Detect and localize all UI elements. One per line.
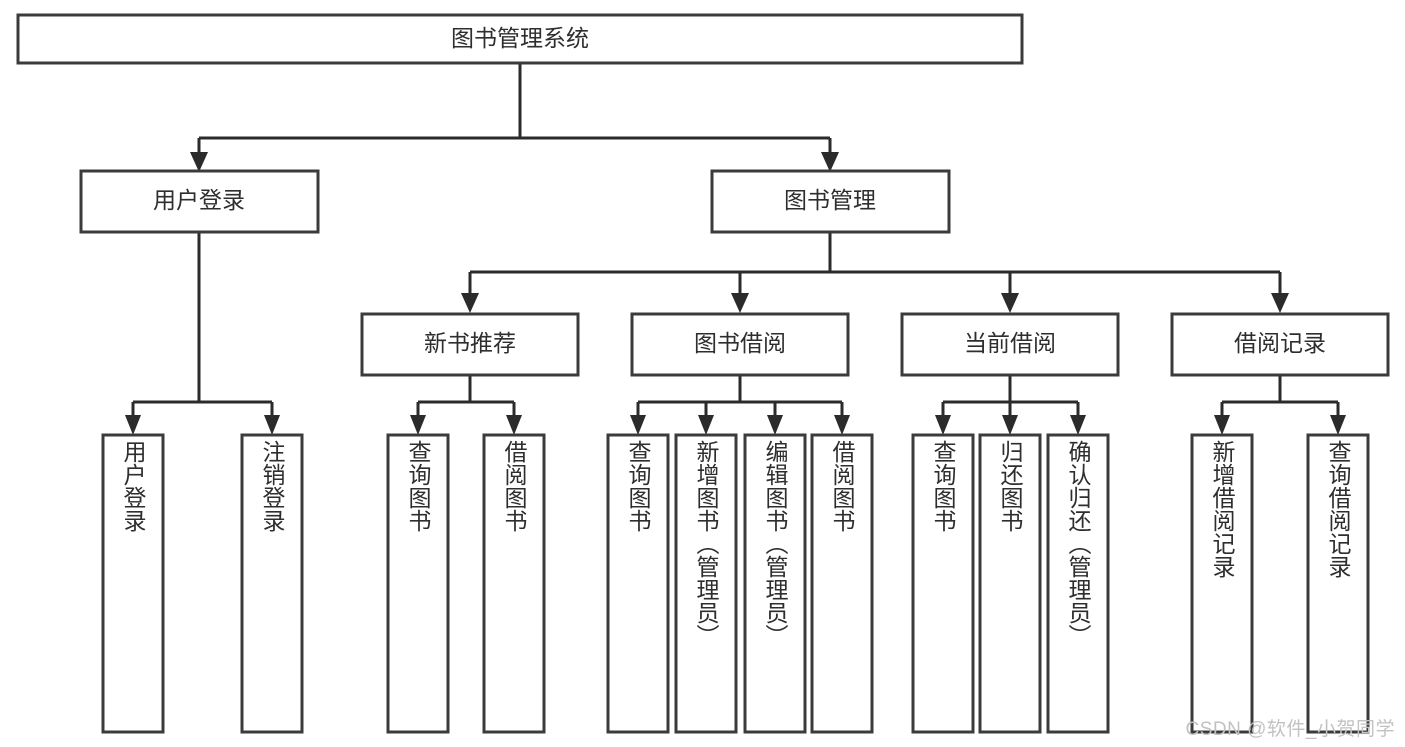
arrowhead-new-book — [461, 293, 479, 313]
leaf-node[interactable]: 查询图书 — [606, 433, 670, 734]
leaf-borrow-book-c4-label: 借阅图书 — [829, 440, 856, 532]
arrowhead-leaf-c1 — [630, 415, 646, 435]
leaf-node[interactable]: 用户登录 — [101, 433, 165, 734]
leaf-add-record-box[interactable] — [1190, 433, 1254, 734]
leaf-confirm-return-box[interactable] — [1046, 433, 1110, 734]
arrowhead-borrow-record — [1271, 293, 1289, 313]
leaf-query-record-box[interactable] — [1306, 433, 1370, 734]
node-new-book-recommend-box[interactable] — [360, 312, 580, 377]
leaf-query-book-b1-label: 查询图书 — [405, 440, 432, 532]
leaf-query-book-d1-label: 查询图书 — [930, 440, 957, 532]
node-user-login[interactable]: 用户登录 — [79, 169, 320, 234]
leaf-node[interactable]: 查询借阅记录 — [1306, 433, 1370, 734]
leaf-user-login-box[interactable] — [101, 433, 165, 734]
leaf-borrow-book-c4-box[interactable] — [810, 433, 874, 734]
leaf-return-book-box[interactable] — [978, 433, 1042, 734]
arrowhead-leaf-a1 — [125, 415, 141, 435]
leaf-logout-box[interactable] — [240, 433, 304, 734]
leaf-borrow-book-b2-label: 借阅图书 — [501, 440, 528, 532]
leaf-node[interactable]: 新增借阅记录 — [1190, 433, 1254, 734]
node-root-label: 图书管理系统 — [451, 25, 589, 51]
leaf-node[interactable]: 新增图书（管理员） — [674, 433, 738, 734]
arrowhead-leaf-d1 — [935, 415, 951, 435]
leaf-add-book-box[interactable] — [674, 433, 738, 734]
leaf-edit-book-box[interactable] — [743, 433, 807, 734]
leaf-query-book-d1-box[interactable] — [911, 433, 975, 734]
node-book-borrow-box[interactable] — [630, 312, 850, 377]
arrowhead-leaf-b2 — [506, 415, 522, 435]
connector-layer — [125, 63, 1346, 435]
leaf-query-book-b1-box[interactable] — [386, 433, 450, 734]
arrowhead-leaf-e2 — [1330, 415, 1346, 435]
node-new-book-recommend[interactable]: 新书推荐 — [360, 312, 580, 377]
leaf-node[interactable]: 查询图书 — [911, 433, 975, 734]
arrowhead-leaf-b1 — [410, 415, 426, 435]
node-book-management[interactable]: 图书管理 — [710, 169, 951, 234]
leaf-confirm-return-label: 确认归还（管理员） — [1065, 440, 1092, 647]
arrowhead-book-borrow — [731, 293, 749, 313]
leaf-node[interactable]: 编辑图书（管理员） — [743, 433, 807, 734]
arrowhead-leaf-c4 — [834, 415, 850, 435]
leaf-node[interactable]: 确认归还（管理员） — [1046, 433, 1110, 734]
leaf-add-record-label: 新增借阅记录 — [1209, 440, 1236, 578]
leaf-return-book-label: 归还图书 — [997, 440, 1024, 532]
leaf-query-book-c1-box[interactable] — [606, 433, 670, 734]
node-root-box[interactable] — [16, 13, 1024, 65]
leaf-node[interactable]: 借阅图书 — [810, 433, 874, 734]
arrowhead-user-login — [190, 152, 208, 172]
node-book-borrow-label: 图书借阅 — [694, 330, 786, 356]
node-current-borrow-box[interactable] — [900, 312, 1120, 377]
leaf-node[interactable]: 归还图书 — [978, 433, 1042, 734]
arrowhead-current-borrow — [1001, 293, 1019, 313]
leaf-user-login-label: 用户登录 — [120, 440, 147, 532]
node-borrow-record-label: 借阅记录 — [1234, 330, 1326, 356]
arrowhead-leaf-d3 — [1070, 415, 1086, 435]
leaf-node[interactable]: 注销登录 — [240, 433, 304, 734]
node-root[interactable]: 图书管理系统 — [16, 13, 1024, 65]
leaf-query-record-label: 查询借阅记录 — [1325, 440, 1352, 578]
leaf-borrow-book-b2-box[interactable] — [482, 433, 546, 734]
arrowhead-leaf-a2 — [264, 415, 280, 435]
arrowhead-leaf-c3 — [767, 415, 783, 435]
node-borrow-record[interactable]: 借阅记录 — [1170, 312, 1390, 377]
leaf-add-book-label: 新增图书（管理员） — [693, 440, 720, 647]
leaf-node[interactable]: 查询图书 — [386, 433, 450, 734]
node-book-management-label: 图书管理 — [784, 187, 876, 213]
leaf-edit-book-label: 编辑图书（管理员） — [762, 440, 789, 647]
arrowhead-book-mgmt — [821, 152, 839, 172]
node-current-borrow[interactable]: 当前借阅 — [900, 312, 1120, 377]
node-current-borrow-label: 当前借阅 — [964, 330, 1056, 356]
arrowhead-leaf-c2 — [698, 415, 714, 435]
leaf-logout-label: 注销登录 — [259, 440, 286, 532]
node-book-management-box[interactable] — [710, 169, 951, 234]
leaf-query-book-c1-label: 查询图书 — [625, 440, 652, 532]
node-borrow-record-box[interactable] — [1170, 312, 1390, 377]
node-book-borrow[interactable]: 图书借阅 — [630, 312, 850, 377]
arrowhead-leaf-d2 — [1002, 415, 1018, 435]
node-new-book-recommend-label: 新书推荐 — [424, 330, 516, 356]
arrowhead-leaf-e1 — [1214, 415, 1230, 435]
leaf-node[interactable]: 借阅图书 — [482, 433, 546, 734]
node-user-login-box[interactable] — [79, 169, 320, 234]
node-user-login-label: 用户登录 — [153, 187, 245, 213]
